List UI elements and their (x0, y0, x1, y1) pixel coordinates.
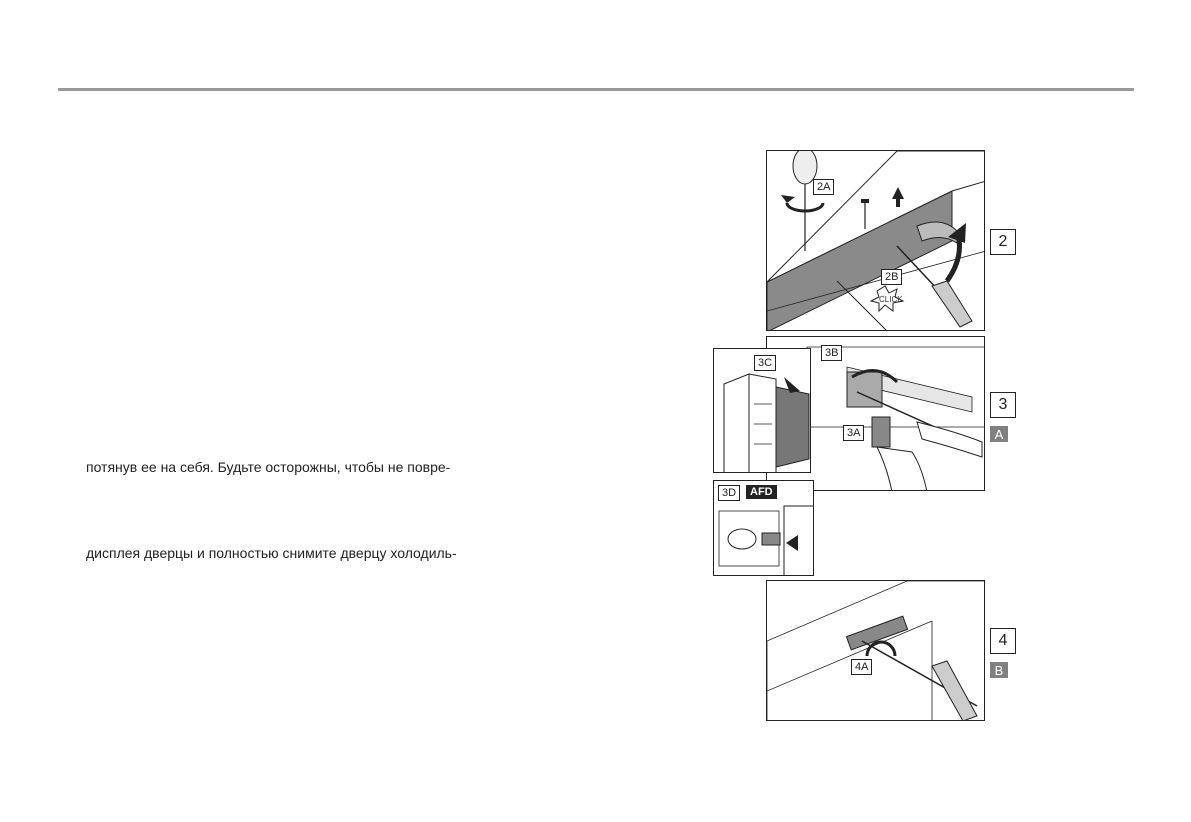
step-3c-drawing (723, 373, 810, 472)
callout-4a: 4A (851, 659, 873, 675)
step-3d-illustration: 3D AFD (713, 480, 814, 576)
body-text-line-2: дисплея дверцы и полностью снимите дверц… (86, 545, 457, 561)
step-number-4: 4 (990, 628, 1016, 654)
step-2-drawing (767, 151, 984, 330)
callout-3c: 3C (754, 355, 777, 371)
step-4-illustration: 4A (766, 580, 985, 721)
callout-3a: 3A (843, 425, 865, 441)
step-number-3: 3 (990, 392, 1016, 418)
step-2-illustration: 2A 2B CLICK (766, 150, 985, 331)
step-3-drawing (806, 346, 984, 490)
step-4-drawing (767, 581, 984, 720)
step-4-letter-badge: B (990, 662, 1008, 678)
click-label: CLICK (879, 295, 903, 304)
afd-badge: AFD (746, 485, 777, 499)
step-3-letter-badge: A (990, 426, 1008, 442)
step-number-2: 2 (990, 229, 1016, 255)
step-3d-drawing (718, 505, 813, 575)
callout-3d: 3D (718, 485, 741, 501)
body-text-line-1: потянув ее на себя. Будьте осторожны, чт… (86, 459, 451, 475)
callout-3b: 3B (821, 345, 843, 361)
callout-2b: 2B (881, 269, 903, 285)
step-3c-illustration: 3C (713, 348, 811, 473)
callout-2a: 2A (813, 179, 835, 195)
header-rule (58, 88, 1134, 91)
